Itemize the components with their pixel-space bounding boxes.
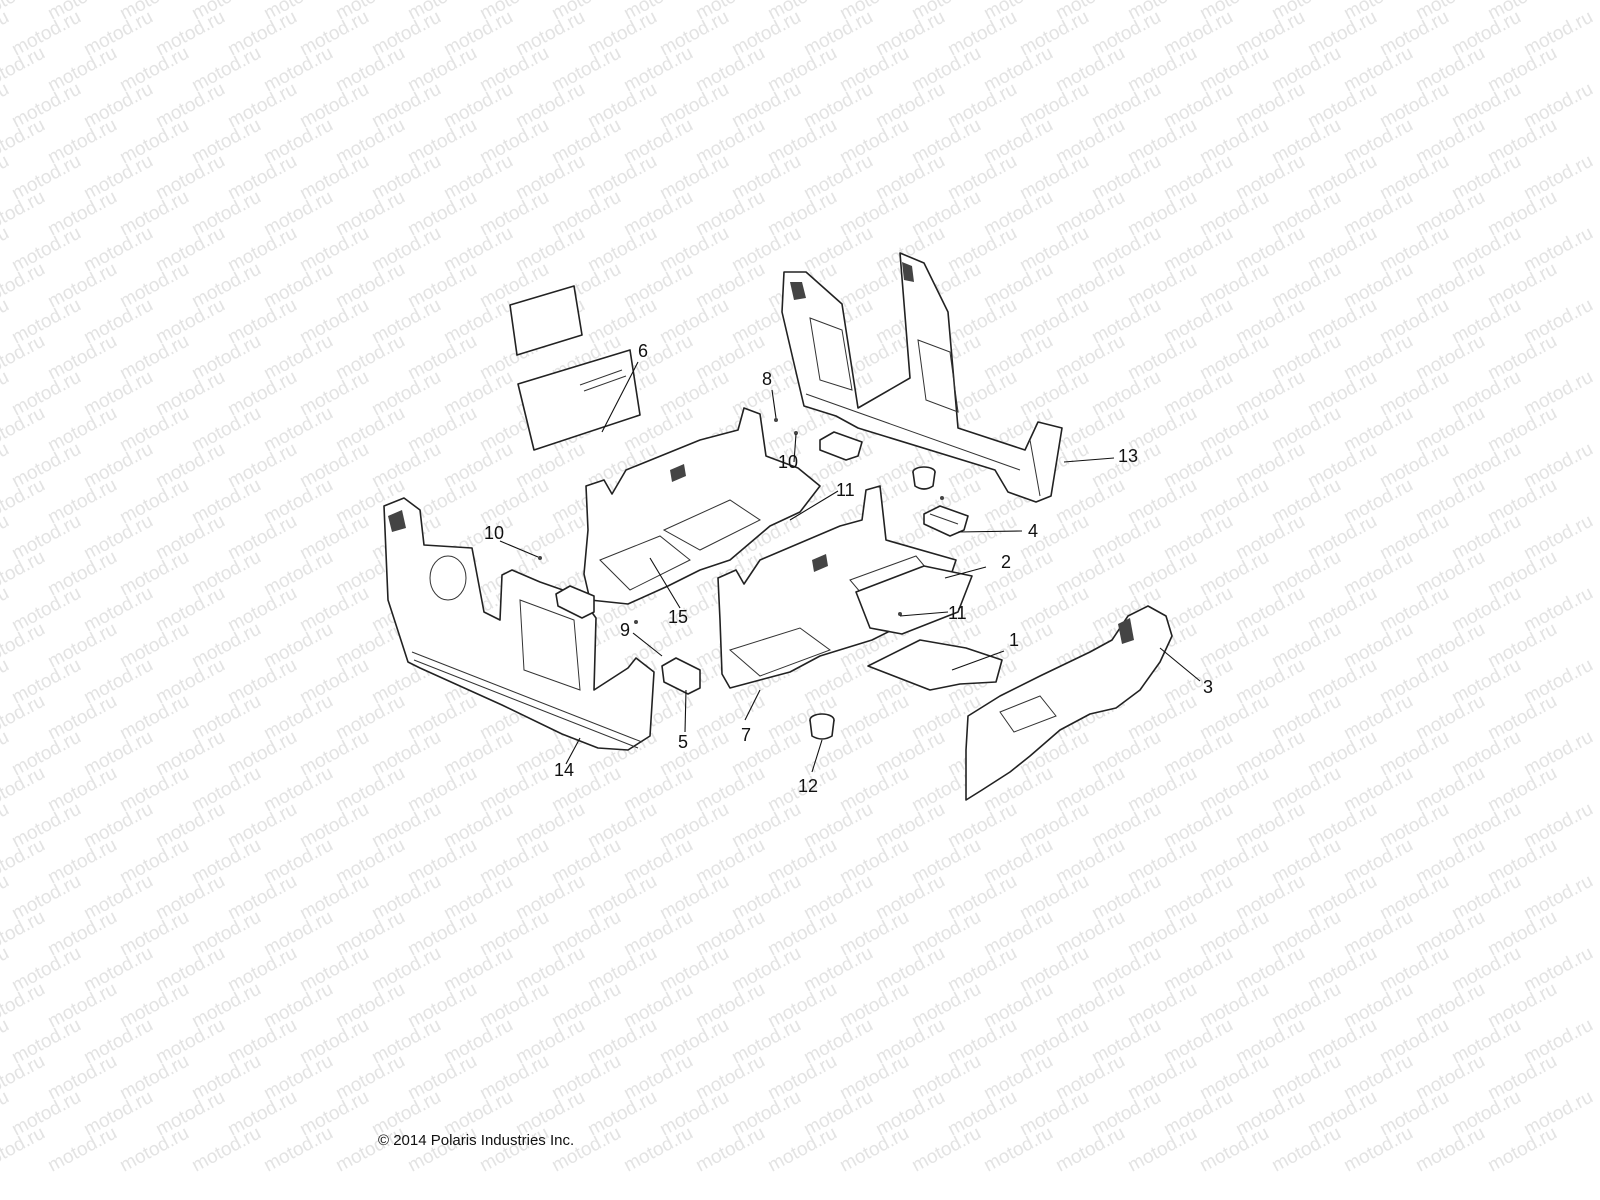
watermark-text: motod.ru: [260, 1123, 336, 1177]
watermark-text: motod.ru: [1340, 1123, 1416, 1177]
watermark-text: motod.ru: [548, 1123, 624, 1177]
watermark-text: motod.ru: [0, 79, 13, 133]
callout-10-upper: 10: [778, 452, 798, 472]
watermark-text: motod.ru: [764, 1123, 840, 1177]
watermark-text: motod.ru: [1484, 1123, 1560, 1177]
callout-11-lower: 11: [948, 603, 967, 623]
watermark-text: motod.ru: [332, 1123, 408, 1177]
watermark-text: motod.ru: [620, 1123, 696, 1177]
watermark-text: motod.ru: [0, 1015, 13, 1069]
callout-15: 15: [668, 607, 688, 627]
watermark-text: motod.ru: [0, 943, 13, 997]
watermark-text: motod.ru: [0, 151, 13, 205]
callout-1: 1: [1009, 630, 1019, 650]
watermark-text: motod.ru: [0, 871, 13, 925]
callout-9: 9: [620, 620, 630, 640]
watermark-text: motod.ru: [44, 1123, 120, 1177]
watermark-text: motod.ru: [404, 1123, 480, 1177]
watermark-text: motod.ru: [0, 367, 13, 421]
watermark-text: motod.ru: [0, 223, 13, 277]
watermark-text: motod.ru: [908, 1123, 984, 1177]
watermark-text: motod.ru: [1124, 1123, 1200, 1177]
copyright-notice: © 2014 Polaris Industries Inc.: [378, 1132, 575, 1149]
watermark-text: motod.ru: [0, 1123, 49, 1177]
callout-4: 4: [1028, 521, 1038, 541]
callout-11-upper: 11: [836, 480, 855, 500]
watermark-text: motod.ru: [1196, 1123, 1272, 1177]
part-12-cup-holder: [809, 713, 835, 740]
watermark-text: motod.ru: [188, 1123, 264, 1177]
callout-10-left: 10: [484, 523, 504, 543]
callout-2: 2: [1001, 552, 1011, 572]
watermark-text: motod.ru: [0, 7, 13, 61]
watermark-text: motod.ru: [0, 511, 13, 565]
watermark-text: motod.ru: [0, 439, 13, 493]
callout-12: 12: [798, 776, 818, 796]
watermark-text: motod.ru: [980, 1123, 1056, 1177]
watermark-text: motod.ru: [836, 1123, 912, 1177]
callout-13: 13: [1118, 446, 1138, 466]
callout-6: 6: [638, 341, 648, 361]
part-cup-holder-upper: [912, 466, 936, 490]
watermark-text: motod.ru: [476, 1123, 552, 1177]
watermark-text: motod.ru: [1052, 1123, 1128, 1177]
watermark-text: motod.ru: [1412, 1123, 1488, 1177]
part-3-front-bulkhead: [965, 605, 1173, 801]
callout-8: 8: [762, 369, 772, 389]
callout-5: 5: [678, 732, 688, 752]
watermark-text: motod.ru: [116, 1123, 192, 1177]
watermark-text: motod.ru: [1268, 1123, 1344, 1177]
watermark-text: motod.ru: [0, 583, 13, 637]
callout-3: 3: [1203, 677, 1213, 697]
watermark-text: motod.ru: [0, 295, 13, 349]
watermark-text: motod.ru: [0, 727, 13, 781]
watermark-text: motod.ru: [692, 1123, 768, 1177]
callout-7: 7: [741, 725, 751, 745]
watermark-text: motod.ru: [0, 655, 13, 709]
watermark-text: motod.ru: [0, 1087, 13, 1141]
watermark-text: motod.ru: [0, 799, 13, 853]
callout-14: 14: [554, 760, 574, 780]
